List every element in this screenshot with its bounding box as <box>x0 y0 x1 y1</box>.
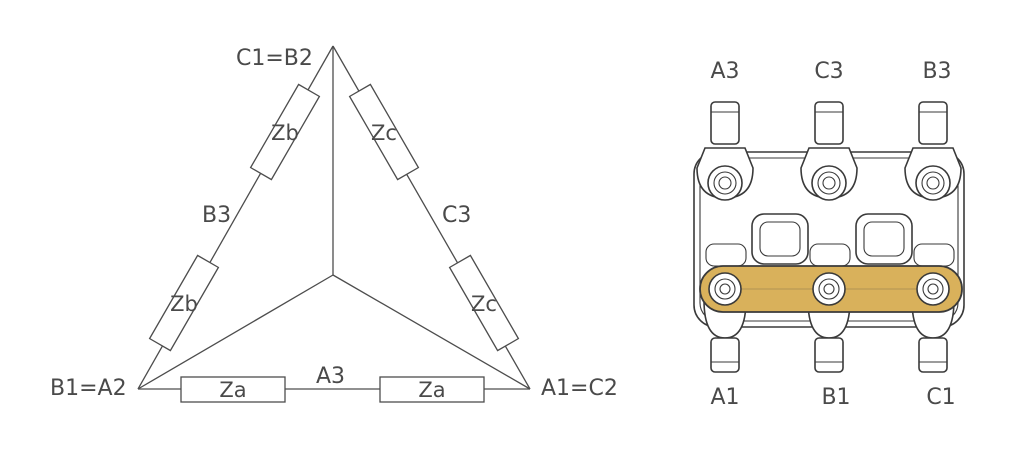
terminal-label-top-1: A3 <box>710 59 739 84</box>
inner-left-line <box>137 274 334 390</box>
terminal-label-top-3: B3 <box>922 59 951 84</box>
corner-top-label: C1=B2 <box>236 46 313 71</box>
zb-upper-resistor: Zb <box>249 83 321 181</box>
top-terminal-post-c3 <box>800 101 858 201</box>
top-terminal-post-b3 <box>904 101 962 201</box>
zb-upper-label: Zb <box>271 121 299 145</box>
za-left-label: Za <box>219 378 246 402</box>
zb-lower-resistor: Zb <box>148 254 220 352</box>
terminal-label-bottom-1: A1 <box>710 385 739 410</box>
zc-upper-resistor: Zc <box>348 83 420 181</box>
top-terminal-post-a3 <box>696 101 754 201</box>
terminal-label-bottom-2: B1 <box>821 385 850 410</box>
bridge-nut-b1 <box>812 272 846 306</box>
center-socket-right <box>855 213 913 265</box>
delta-schematic: Zb Zb Zc Zc Za Za C1=B2 B1=A2 A1=C2 B3 C… <box>50 45 618 403</box>
bridge-nut-a1 <box>708 272 742 306</box>
center-socket-left <box>751 213 809 265</box>
zb-lower-label: Zb <box>170 292 198 316</box>
za-left-resistor: Za <box>180 376 286 403</box>
corner-right-label: A1=C2 <box>541 376 618 401</box>
bridge-nut-c1 <box>916 272 950 306</box>
terminal-label-bottom-3: C1 <box>926 385 955 410</box>
zc-upper-label: Zc <box>371 121 397 145</box>
terminal-block: A3 C3 B3 A1 B1 C1 <box>693 59 965 410</box>
zc-lower-label: Zc <box>471 292 497 316</box>
terminal-label-top-2: C3 <box>814 59 843 84</box>
mid-right-label: C3 <box>442 203 471 228</box>
inner-right-line <box>332 274 531 390</box>
mid-left-label: B3 <box>202 203 231 228</box>
za-right-label: Za <box>418 378 445 402</box>
zc-lower-resistor: Zc <box>448 254 520 352</box>
mid-bottom-label: A3 <box>316 364 345 389</box>
za-right-resistor: Za <box>379 376 485 403</box>
corner-left-label: B1=A2 <box>50 376 127 401</box>
